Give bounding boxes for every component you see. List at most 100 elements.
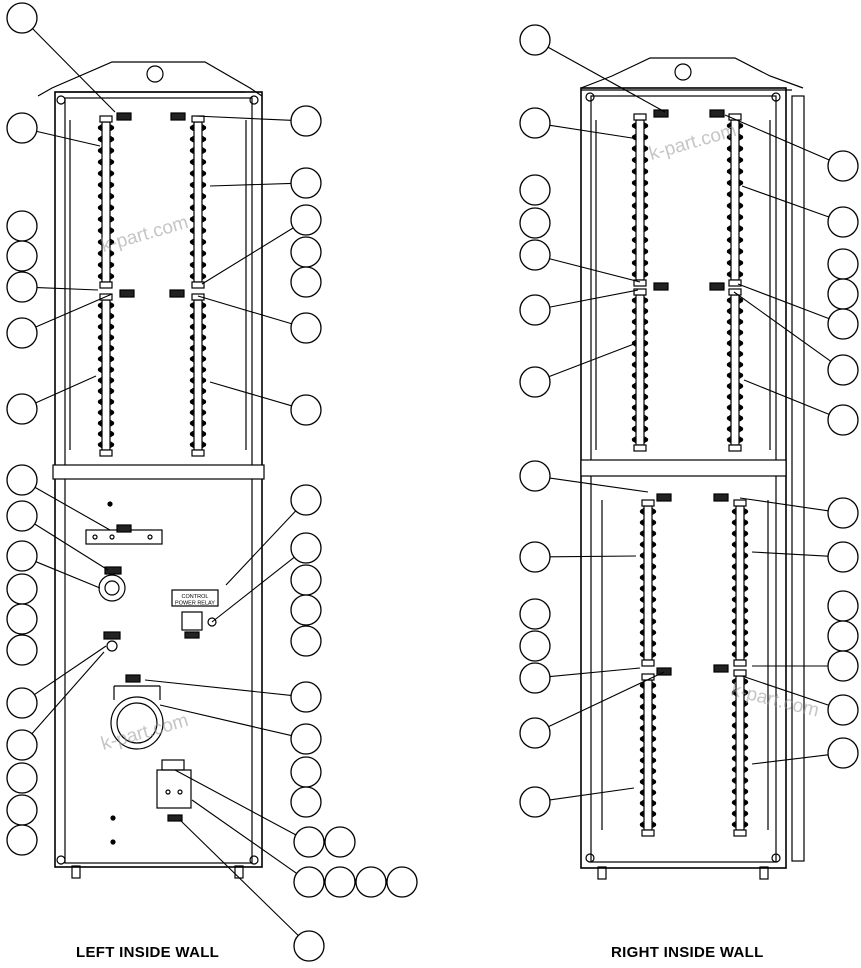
- right-terminal-strips: [631, 113, 749, 837]
- terminal-screw: [743, 520, 749, 525]
- callout-circle: [6, 794, 38, 826]
- terminal-screw: [726, 330, 732, 335]
- callout: [211, 532, 322, 623]
- callout: [225, 484, 322, 586]
- terminal-screw: [639, 758, 645, 763]
- terminal-screw: [726, 298, 732, 303]
- callout-circle: [355, 866, 387, 898]
- terminal-screw: [731, 767, 737, 772]
- callout-circle: [519, 460, 551, 492]
- callout-circle: [293, 866, 325, 898]
- terminal-screw: [726, 214, 732, 220]
- terminal-screw: [651, 768, 657, 774]
- callout-circle: [519, 662, 551, 694]
- callout: [827, 278, 859, 310]
- terminal-screw: [201, 442, 207, 447]
- terminal-screw: [189, 205, 195, 210]
- callout: [290, 236, 322, 268]
- callout: [290, 564, 322, 596]
- terminal-screw: [109, 410, 115, 415]
- callout: [144, 679, 322, 713]
- terminal-screw: [651, 736, 657, 742]
- callout-circle: [827, 278, 859, 310]
- callout-circle: [290, 312, 322, 344]
- terminal-screw: [731, 586, 737, 591]
- callout: [519, 541, 637, 573]
- callout: [6, 375, 97, 425]
- strip-end-cap: [728, 279, 742, 287]
- terminal-screw: [109, 378, 115, 383]
- callout-circle: [519, 541, 551, 573]
- callout-circle: [6, 762, 38, 794]
- terminal-strip-rail: [643, 505, 653, 661]
- terminal-screw: [639, 652, 645, 657]
- terminal-screw: [643, 192, 649, 197]
- terminal-screw: [639, 726, 645, 731]
- callout-leader-line: [751, 551, 829, 557]
- strip-end-cap: [733, 499, 747, 507]
- strip-end-cap: [728, 444, 742, 452]
- terminal-screw: [738, 437, 744, 442]
- terminal-screw: [743, 811, 749, 816]
- left-inside-wall: [37, 61, 265, 879]
- terminal-screw: [189, 136, 195, 142]
- terminal-screw: [639, 564, 645, 569]
- callout-circle: [519, 598, 551, 630]
- callout: [159, 704, 322, 755]
- terminal-screw: [738, 123, 744, 128]
- strip-end-cap: [191, 281, 205, 289]
- terminal-screw: [189, 262, 195, 268]
- callout-circle: [290, 564, 322, 596]
- terminal-screw: [189, 228, 195, 233]
- callout: [191, 799, 325, 898]
- callout: [743, 379, 859, 436]
- terminal-screw: [738, 308, 744, 314]
- terminal-screw: [109, 367, 115, 372]
- control-power-relay-label-box: [171, 589, 219, 607]
- terminal-screw: [731, 712, 737, 717]
- strip-end-cap: [191, 293, 205, 301]
- terminal-screw: [189, 182, 195, 188]
- terminal-screw: [201, 335, 207, 340]
- terminal-screw: [643, 260, 649, 266]
- callout-leader-line: [159, 704, 292, 737]
- callout-leader-line: [743, 379, 830, 415]
- terminal-screw: [731, 745, 737, 750]
- callout: [209, 167, 322, 199]
- terminal-screw: [631, 157, 637, 163]
- relay-body: [181, 611, 203, 631]
- terminal-screw: [726, 272, 732, 277]
- terminal-screw: [97, 205, 103, 210]
- terminal-screw: [189, 171, 195, 176]
- callout: [6, 2, 116, 113]
- callout: [733, 291, 859, 386]
- terminal-screw: [738, 214, 744, 220]
- callout: [179, 819, 325, 962]
- terminal-screw: [201, 367, 207, 372]
- terminal-strip-rail: [101, 299, 111, 451]
- terminal-screw: [651, 641, 657, 646]
- callout: [519, 786, 635, 818]
- terminal-screw: [631, 134, 637, 140]
- callout: [201, 204, 322, 285]
- terminal-screw: [738, 180, 744, 186]
- terminal-screw: [643, 123, 649, 128]
- terminal-screw: [738, 249, 744, 254]
- callout-circle: [290, 786, 322, 818]
- terminal-screw: [651, 652, 657, 657]
- terminal-screw: [639, 641, 645, 646]
- terminal-screw: [639, 704, 645, 709]
- callout: [827, 590, 859, 622]
- control-power-relay-label-2: POWER RELAY: [175, 601, 215, 607]
- terminal-screw: [651, 619, 657, 624]
- terminal-screw: [97, 346, 103, 351]
- callout: [519, 630, 551, 662]
- terminal-screw: [109, 431, 115, 437]
- terminal-screw: [743, 619, 749, 624]
- terminal-screw: [731, 701, 737, 706]
- terminal-screw: [631, 437, 637, 442]
- terminal-screw: [643, 308, 649, 314]
- terminal-screw: [726, 192, 732, 197]
- terminal-screw: [726, 180, 732, 186]
- terminal-screw: [743, 608, 749, 613]
